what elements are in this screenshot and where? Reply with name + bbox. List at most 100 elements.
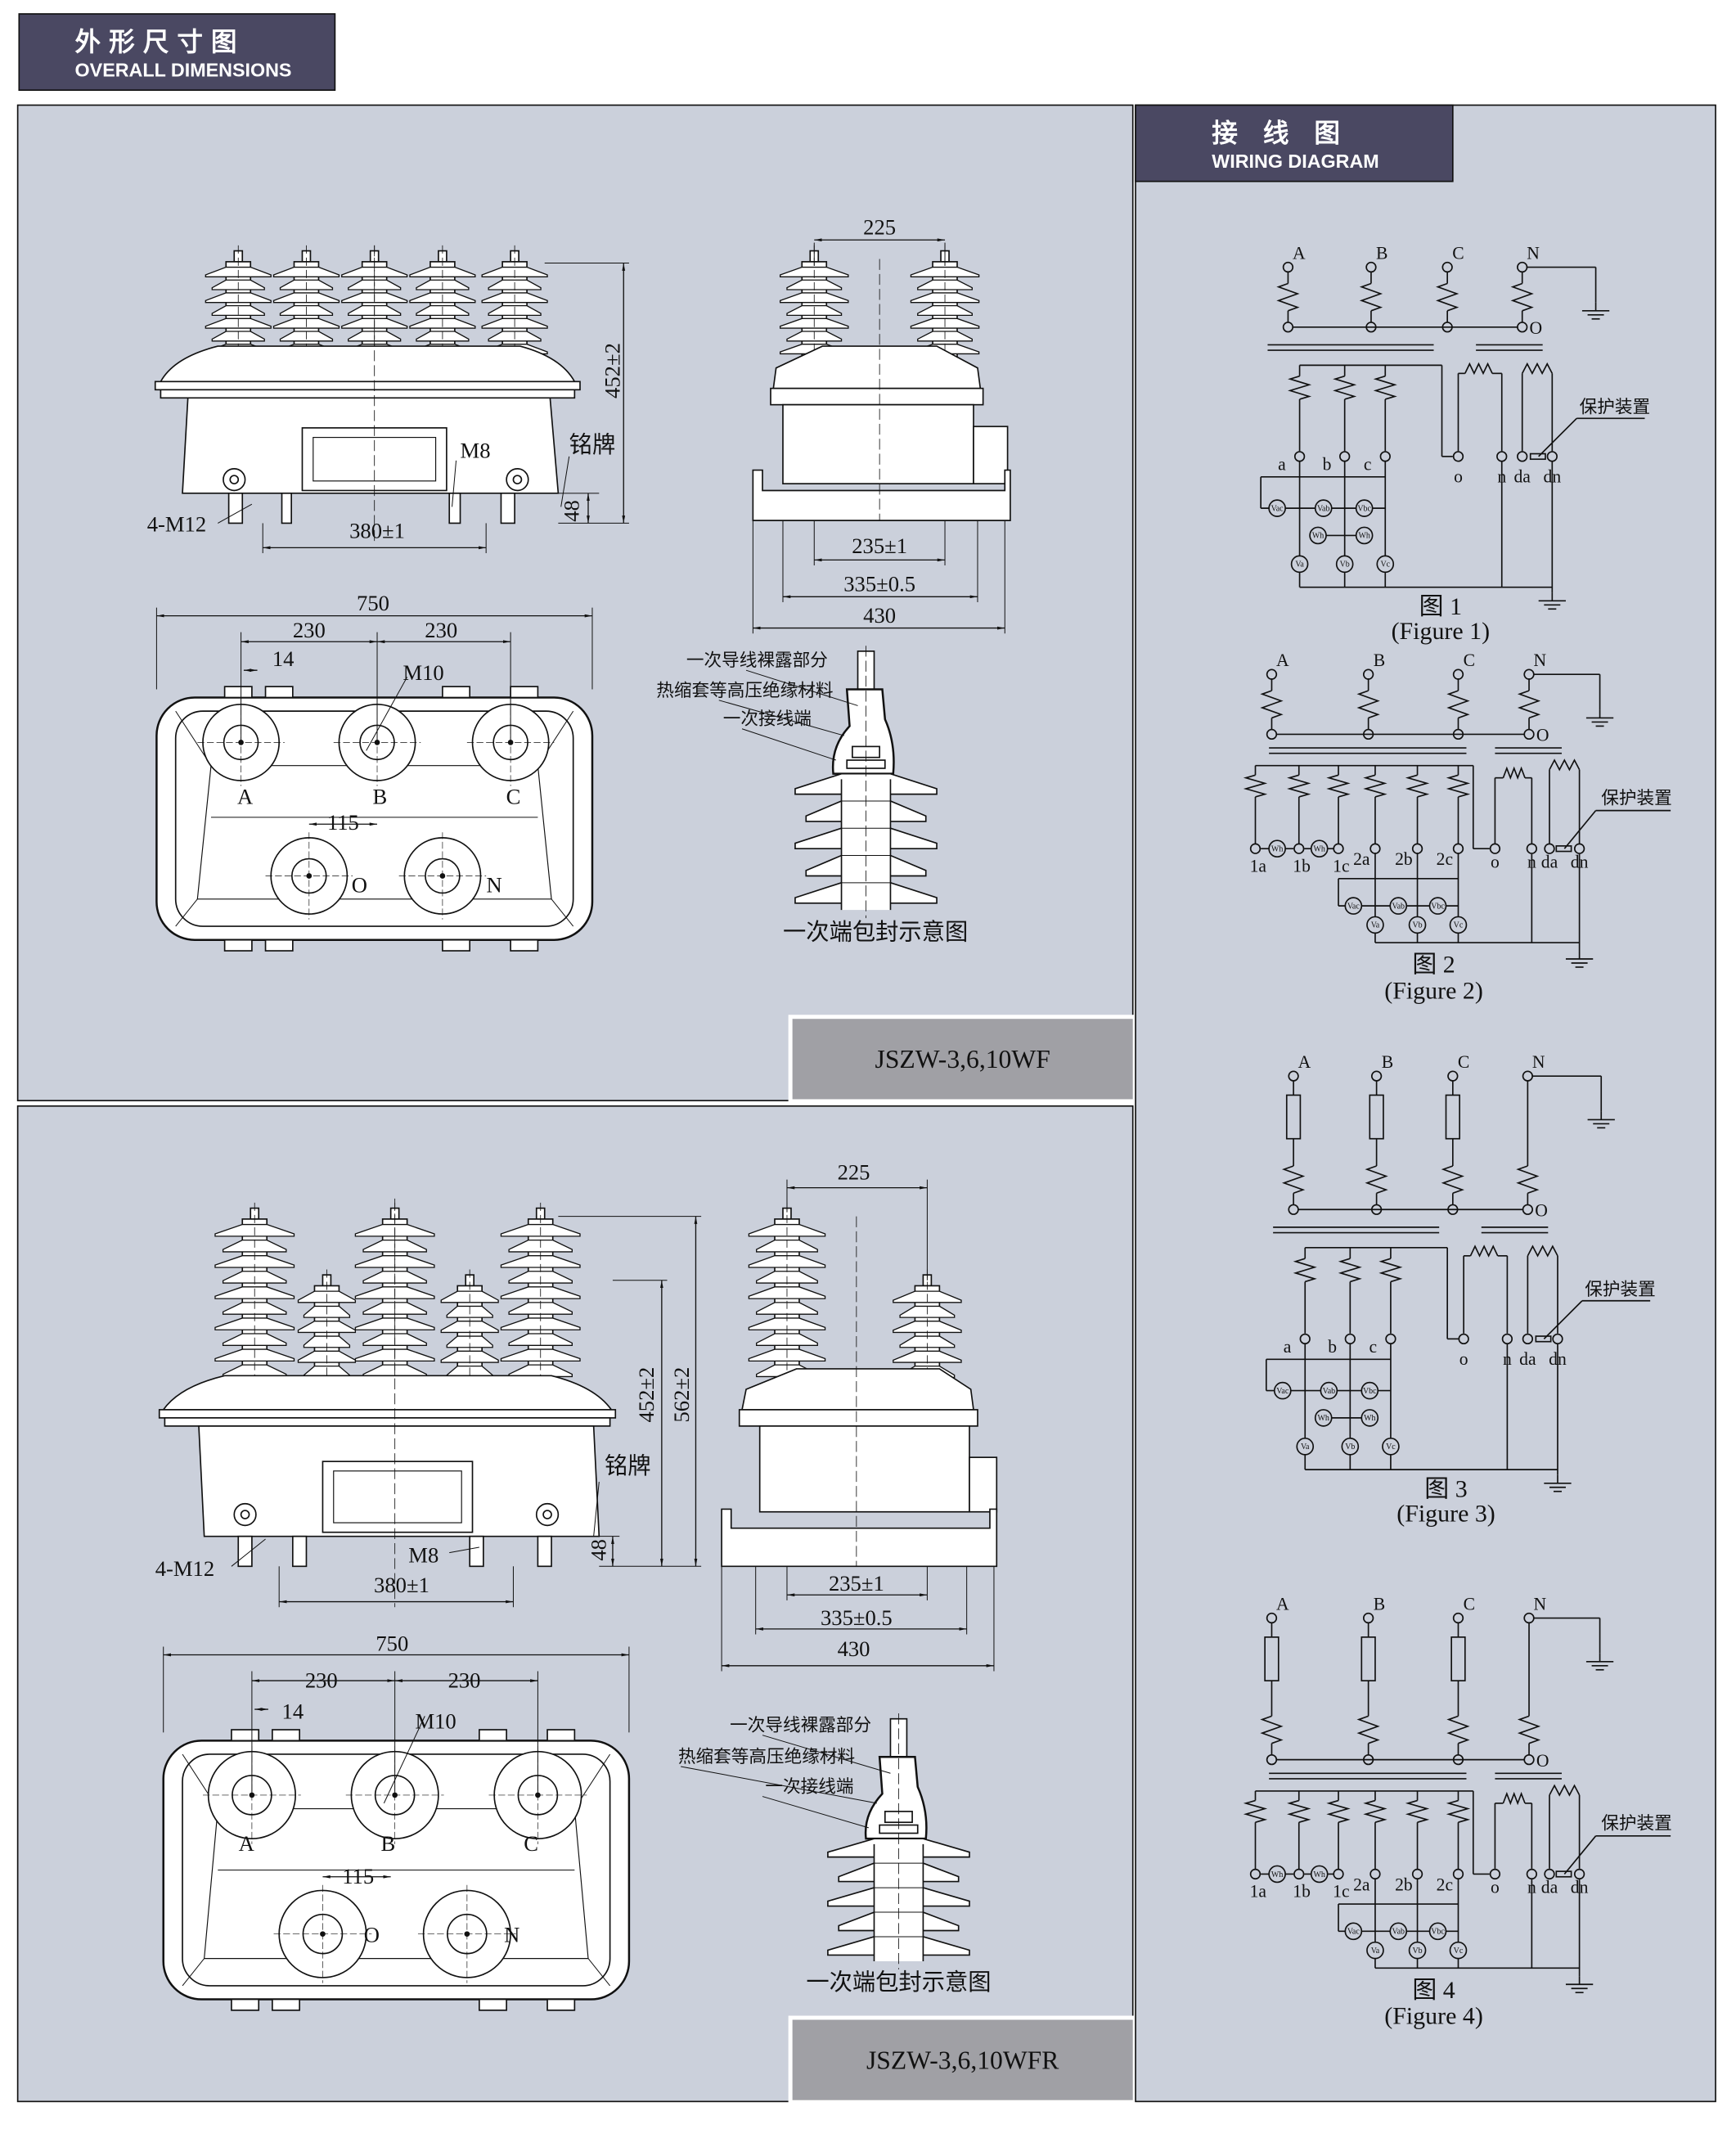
dim-length: 750 (357, 591, 389, 615)
figure-caption-cn: 图 1 (1419, 593, 1462, 620)
meter-icon (1428, 897, 1447, 915)
model2-detail-labels: 一次导线裸露部分 热缩套等高压绝缘材料 一次接线端 一次端包封示意图 (678, 1716, 992, 1996)
protection-label: 保护装置 (1580, 398, 1651, 418)
model2-front-labels: 452±2 562±2 48 M8 铭牌 4-M12 380±1 (155, 1367, 694, 1597)
protection-label: 保护装置 (1601, 1814, 1672, 1834)
model1-name: JSZW-3,6,10WF (875, 1045, 1050, 1074)
terminal (1370, 1070, 1383, 1082)
terminal (1522, 1333, 1534, 1345)
meter-label: Wh (1314, 845, 1325, 854)
thread-label: M10 (415, 1708, 456, 1733)
winding (1446, 690, 1470, 719)
terminal (1362, 668, 1374, 680)
meter-label: Wh (1314, 1870, 1325, 1879)
terminal (1411, 843, 1423, 854)
meter-label: Va (1301, 1443, 1310, 1452)
residual-label: da (1541, 1878, 1558, 1897)
dim-height: 452±2 (634, 1367, 659, 1423)
terminal (1517, 261, 1528, 273)
secondary-label: c (1364, 455, 1372, 475)
terminal (1517, 322, 1528, 333)
terminal (1249, 1868, 1262, 1880)
meter-label: Vc (1380, 560, 1390, 569)
meter-icon (1341, 1438, 1360, 1456)
model2-side-view (721, 1179, 998, 1672)
primary-label: A (1293, 244, 1306, 263)
primary-label-o: O (1536, 1751, 1549, 1771)
meter-label: Wh (1271, 845, 1283, 854)
drawings: ABCNOabcondadn保护装置VacVabVbcWhWhVaVbVc图 1… (154, 238, 1672, 2030)
terminal (1452, 668, 1464, 680)
winding (1446, 1799, 1471, 1823)
terminal (1501, 1333, 1513, 1345)
terminal (1288, 1204, 1299, 1215)
wiring-diagram-header: 接 线 图 WIRING DIAGRAM (1135, 104, 1454, 182)
ground-icon (1544, 1474, 1572, 1492)
dim-pitch2: 230 (425, 618, 457, 642)
winding (1293, 1258, 1317, 1283)
secondary-label: a (1284, 1337, 1292, 1357)
winding (1405, 1799, 1430, 1823)
winding (1243, 1799, 1268, 1823)
protection-device-icon (1529, 452, 1546, 461)
primary-label: B (1376, 244, 1387, 263)
winding (1516, 1165, 1540, 1195)
nameplate-label: 铭牌 (569, 431, 616, 458)
figure-caption-cn: 图 4 (1412, 1977, 1455, 2004)
terminal (1523, 668, 1535, 680)
wiring-title-cn: 接 线 图 (1212, 119, 1348, 148)
dim-insulator-span: 225 (863, 215, 896, 240)
meter-icon (1382, 1438, 1400, 1456)
winding (1326, 774, 1351, 798)
detail-label-3: 一次接线端 (723, 709, 812, 730)
terminal (1517, 451, 1528, 462)
secondary-label: 1c (1333, 1882, 1349, 1902)
meter-icon (1344, 1922, 1363, 1941)
dim-spacing: 115 (342, 1864, 374, 1888)
primary-label-o: O (1535, 1201, 1548, 1221)
terminal (1266, 728, 1278, 740)
nameplate (322, 1461, 474, 1533)
meter-label: Vc (1454, 1947, 1464, 1956)
terminal (1523, 728, 1535, 740)
meter-label: Vb (1345, 1443, 1355, 1452)
meter-label: Wh (1364, 1414, 1375, 1423)
dim-inner: 235±1 (829, 1571, 884, 1596)
model1-top-view (155, 607, 594, 952)
winding (1287, 774, 1311, 798)
meter-icon (1428, 1922, 1447, 1941)
dim-mount-span: 380±1 (349, 519, 405, 543)
secondary-label: b (1323, 455, 1332, 475)
primary-label: B (1374, 1595, 1385, 1614)
terminal (1452, 843, 1464, 854)
meter-label: Vc (1454, 921, 1464, 930)
winding (1517, 1715, 1541, 1744)
residual-label: o (1491, 853, 1500, 872)
model1-front-labels: 452±2 48 M8 铭牌 4-M12 380±1 (147, 343, 625, 543)
wiring-figure-2: ABCNO1a1b1c2a2b2cWhWhondadn保护装置VacVabVbc… (1243, 650, 1672, 1004)
dim-foot: 48 (559, 500, 583, 522)
secondary-label: 1b (1293, 1882, 1311, 1902)
primary-label-o: O (1536, 726, 1549, 745)
winding (1378, 1258, 1403, 1283)
meter-label: Vac (1271, 504, 1284, 513)
primary-label: C (1464, 1595, 1475, 1614)
dim-insulator-span: 225 (838, 1160, 870, 1185)
primary-label: C (1452, 244, 1464, 263)
dim-outer: 430 (838, 1636, 870, 1661)
winding (1446, 774, 1471, 798)
wiring-figure-1: ABCNOabcondadn保护装置VacVabVbcWhWhVaVbVc图 1… (1260, 244, 1651, 645)
detail-caption: 一次端包封示意图 (783, 919, 968, 946)
dim-offset: 14 (272, 646, 295, 671)
terminal (1385, 1333, 1396, 1345)
terminal (1266, 668, 1278, 680)
model1-detail-labels: 一次导线裸露部分 热缩套等高压绝缘材料 一次接线端 一次端包封示意图 (656, 650, 968, 946)
primary-label: N (1534, 650, 1547, 670)
secondary-label: 2b (1395, 1875, 1413, 1894)
meter-label: Vab (1392, 902, 1405, 911)
meter-label: Vb (1340, 560, 1350, 569)
ground-icon (1585, 709, 1614, 727)
winding (1446, 1715, 1470, 1744)
meter-icon (1360, 1409, 1379, 1427)
terminal (1369, 843, 1381, 854)
